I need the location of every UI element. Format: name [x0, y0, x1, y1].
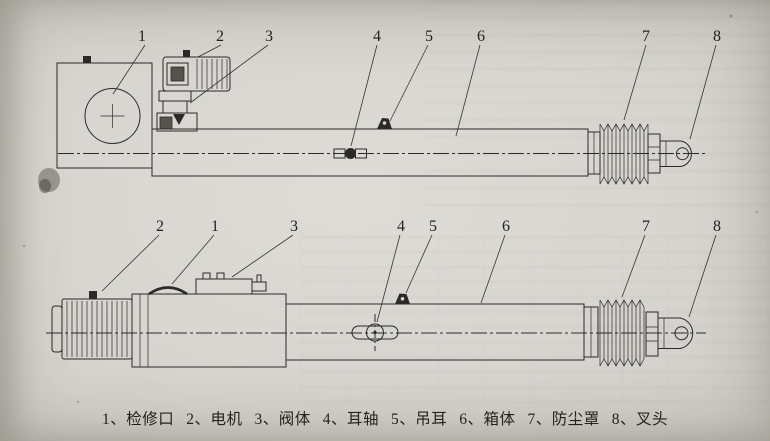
speck [22, 244, 26, 248]
trunnion-center [373, 330, 377, 335]
callout-number: 6 [477, 28, 485, 45]
valve-marker [173, 114, 185, 125]
valve-connector [251, 281, 267, 292]
clevis-fork [659, 140, 692, 167]
callout-leader [480, 234, 506, 304]
callout-leader [623, 44, 647, 121]
caption-item: 7、防尘罩 [527, 411, 600, 428]
gear-box [131, 293, 287, 368]
scan-artifacts [22, 14, 759, 404]
callout-number: 1 [138, 28, 146, 45]
callout-leader [689, 44, 717, 140]
bellows-bottom-fold [599, 176, 649, 185]
bolt [83, 56, 91, 63]
coupling-housing [162, 100, 188, 114]
nut-lines [648, 146, 660, 161]
motor-fins [66, 301, 128, 357]
callout-leader [405, 234, 433, 294]
callout-number: 4 [397, 218, 405, 235]
callout-leader [171, 234, 215, 285]
trunnion-pin [345, 148, 356, 159]
callout-number: 3 [290, 218, 298, 235]
lug-hole [382, 121, 387, 125]
tank-box [56, 62, 153, 169]
dust-cover-bellows [599, 300, 645, 366]
clevis-pin-hole [676, 147, 689, 161]
valve-body [195, 278, 253, 295]
nut-lines [646, 326, 658, 342]
caption-item: 8、叉头 [611, 411, 669, 428]
bellows-top-fold [599, 299, 645, 308]
clevis-fork [657, 317, 694, 349]
callout-number: 8 [713, 218, 721, 235]
callout-number: 8 [713, 28, 721, 45]
lug-hole [400, 297, 405, 301]
callout-number: 5 [425, 28, 433, 45]
bolt [89, 291, 97, 299]
trunnion-pin [351, 325, 399, 340]
callout-number: 7 [642, 218, 650, 235]
callouts-top: 1 2 3 4 5 6 7 8 [112, 28, 721, 147]
caption-item: 4、耳轴 [322, 411, 379, 428]
callout-leader [688, 234, 717, 318]
coupling-housing [158, 90, 192, 102]
inspection-port-circle [84, 88, 141, 144]
speck [755, 210, 759, 214]
dust-cover-bellows [599, 124, 649, 184]
clevis-pin-hole [674, 326, 689, 341]
callout-leader [350, 44, 378, 147]
callout-number: 6 [502, 218, 510, 235]
callout-leader [101, 234, 160, 292]
callout-leader [376, 234, 401, 323]
speck [729, 14, 733, 18]
callout-leader [455, 44, 481, 137]
callout-number: 2 [216, 28, 224, 45]
callout-leader [189, 44, 269, 104]
motor-body [162, 56, 231, 92]
trunnion-boss [366, 323, 384, 342]
callout-leader [231, 234, 294, 278]
bellows-top-fold [599, 123, 649, 132]
caption-item: 5、吊耳 [391, 411, 448, 428]
figure-caption: 1、检修口 2、电机 3、阀体 4、耳轴 5、吊耳 6、箱体 7、防尘罩 8、叉头 [0, 407, 770, 429]
callout-leader [112, 44, 146, 95]
callouts-bottom: 2 1 3 4 5 6 7 8 [101, 218, 721, 323]
valve-nipple [202, 272, 211, 280]
callout-number: 4 [373, 28, 381, 45]
callout-number: 5 [429, 218, 437, 235]
valve-nipple [216, 272, 225, 280]
junction-box-cover [170, 66, 185, 82]
valve-port [159, 116, 173, 130]
caption-item: 2、电机 [186, 411, 243, 428]
rod-nut [645, 311, 659, 357]
callout-number: 2 [156, 218, 164, 235]
callout-number: 1 [211, 218, 219, 235]
callout-number: 7 [642, 28, 650, 45]
bottom-view [46, 272, 706, 368]
cylinder-tube [151, 128, 589, 177]
flange-seams [139, 294, 149, 367]
motor-fins [196, 59, 228, 89]
bellows-bottom-fold [599, 358, 645, 367]
callout-number: 3 [265, 28, 273, 45]
motor-junction-box [166, 62, 189, 86]
callout-leader [197, 44, 222, 58]
motor-end-cap [51, 305, 63, 353]
valve-pin [256, 274, 262, 283]
caption-item: 3、阀体 [254, 411, 311, 428]
caption-item: 6、箱体 [459, 411, 516, 428]
callout-leader [621, 234, 646, 298]
inspection-cap [148, 286, 188, 296]
ink-smudge [39, 179, 51, 193]
callout-leader [389, 44, 429, 122]
center-mark [100, 104, 125, 128]
bolt [183, 50, 190, 57]
caption-item: 1、检修口 [101, 411, 175, 428]
top-view [56, 50, 706, 185]
cylinder-tube [285, 303, 585, 361]
speck [76, 400, 80, 404]
valve-block [156, 112, 198, 132]
